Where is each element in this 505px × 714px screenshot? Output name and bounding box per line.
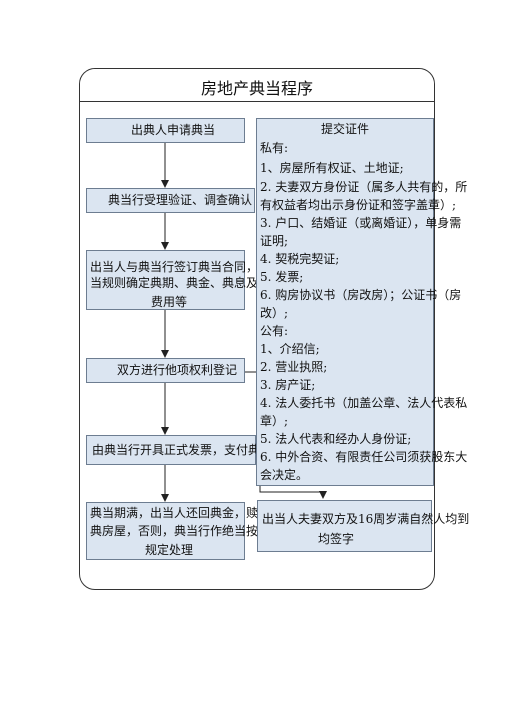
step-contract-line-1: 出当人与典当行签订典当合同，按典: [90, 260, 283, 274]
doc-line: 3. 户口、结婚证（或离婚证），单身需: [260, 216, 462, 230]
doc-line: 2. 营业执照;: [260, 360, 328, 374]
step-register: 双方进行他项权利登记: [86, 358, 245, 383]
doc-line: 5. 发票;: [260, 270, 304, 284]
doc-line: 证明;: [260, 234, 289, 248]
step-contract: 出当人与典当行签订典当合同，按典 当规则确定典期、典金、典息及综合 费用等: [86, 250, 282, 310]
documents-title: 提交证件: [320, 122, 369, 136]
step-maturity: 典当期满，出当人还回典金，赎回所 典房屋，否则，典当行作绝当按典当 规定处理: [86, 502, 282, 560]
step-apply-label: 出典人申请典当: [131, 123, 216, 137]
doc-line: 2. 夫妻双方身份证（属多人共有的，所: [260, 180, 468, 194]
doc-line: 1、介绍信;: [260, 342, 320, 356]
documents-box: 提交证件 私有: 1、房屋所有权证、土地证; 2. 夫妻双方身份证（属多人共有的…: [256, 118, 467, 486]
step-register-label: 双方进行他项权利登记: [117, 363, 238, 377]
doc-line: 章）;: [260, 414, 289, 428]
doc-line: 6. 购房协议书（房改房）；公证书（房: [260, 288, 462, 302]
step-maturity-line-3: 规定处理: [145, 543, 194, 557]
doc-line: 私有:: [260, 141, 289, 155]
step-invoice: 由典当行开具正式发票，支付典金: [86, 435, 272, 465]
doc-line: 4. 契税完契证;: [260, 252, 340, 266]
step-apply: 出典人申请典当: [86, 118, 245, 143]
doc-line: 1、房屋所有权证、土地证;: [260, 161, 404, 175]
step-invoice-label: 由典当行开具正式发票，支付典金: [92, 443, 273, 457]
step-maturity-line-2: 典房屋，否则，典当行作绝当按典当: [90, 524, 283, 538]
step-verify: 典当行受理验证、调查确认: [86, 188, 255, 213]
doc-line: 5. 法人代表和经办人身份证;: [260, 432, 412, 446]
doc-line: 改）;: [260, 306, 289, 320]
diagram-title: 房地产典当程序: [200, 79, 313, 98]
step-maturity-line-1: 典当期满，出当人还回典金，赎回所: [90, 506, 283, 520]
step-contract-line-3: 费用等: [151, 295, 188, 309]
doc-line: 6. 中外合资、有限责任公司须获股东大: [260, 450, 468, 464]
step-verify-label: 典当行受理验证、调查确认: [108, 193, 253, 207]
doc-line: 公有:: [260, 324, 289, 338]
signature-note: 出当人夫妻双方及16周岁满自然人均到 均签字: [257, 500, 469, 552]
doc-line: 有权益者均出示身份证和签字盖章）;: [260, 198, 457, 212]
doc-line: 会决定。: [260, 468, 309, 482]
step-contract-line-2: 当规则确定典期、典金、典息及综合: [90, 276, 283, 290]
doc-line: 3. 房产证;: [260, 378, 316, 392]
doc-line: 4. 法人委托书（加盖公章、法人代表私: [260, 396, 468, 410]
title-bar: 房地产典当程序: [80, 69, 434, 102]
signature-note-line-1: 出当人夫妻双方及16周岁满自然人均到: [262, 512, 470, 526]
signature-note-line-2: 均签字: [318, 532, 355, 546]
